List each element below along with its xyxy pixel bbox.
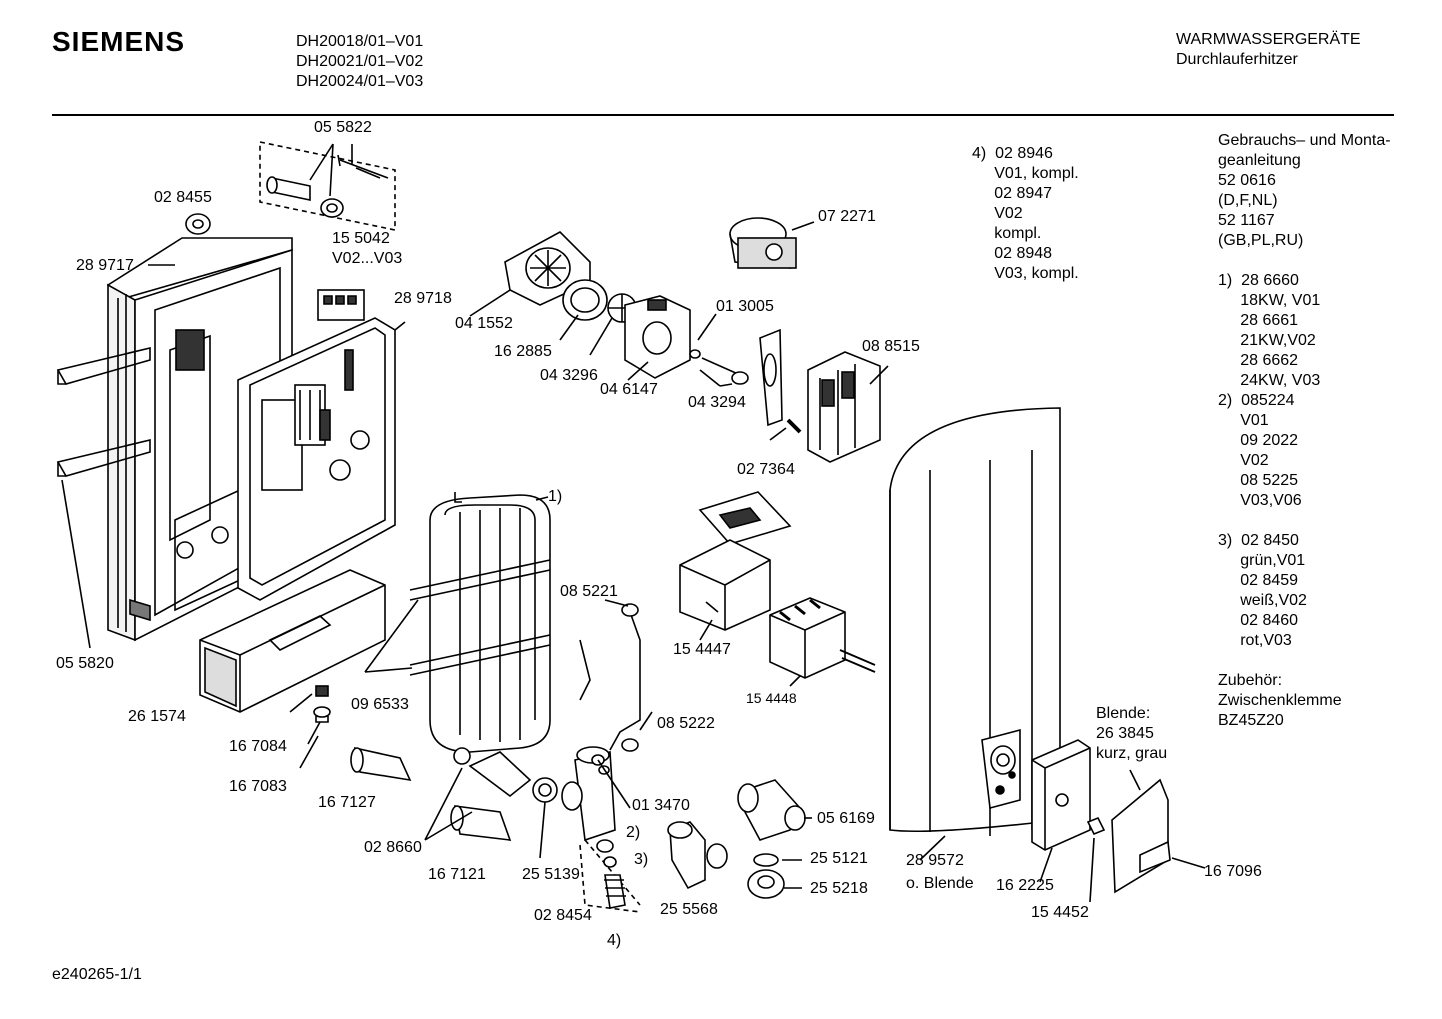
- category-subtitle: Durchlauferhitzer: [1176, 51, 1298, 68]
- model-list: DH20018/01–V01 DH20021/01–V02 DH20024/01…: [296, 32, 423, 92]
- part-label: 15 4448: [746, 690, 797, 706]
- note-line: V03, kompl.: [972, 265, 1079, 282]
- model-number: DH20018/01–V01: [296, 33, 424, 50]
- note-line: Zubehör:: [1218, 672, 1283, 689]
- part-label: 16 7127: [318, 794, 376, 811]
- part-label: 28 9718: [394, 290, 452, 307]
- note-line: 09 2022: [1218, 432, 1299, 449]
- part-label: 16 2225: [996, 877, 1054, 894]
- note-line: 52 1167: [1218, 212, 1275, 229]
- part-label: 02 8455: [154, 189, 212, 206]
- note-line: rot,V03: [1218, 632, 1292, 649]
- part-label: 25 5139: [522, 866, 580, 883]
- note-line: (D,F,NL): [1218, 192, 1278, 209]
- note-line: BZ45Z20: [1218, 712, 1284, 729]
- header-divider: [52, 114, 1394, 116]
- note-line: 18KW, V01: [1218, 292, 1321, 309]
- document-id: e240265-1/1: [52, 966, 142, 983]
- note-line: V01: [1218, 412, 1269, 429]
- part-label: 16 7083: [229, 778, 287, 795]
- note-line: 24KW, V03: [1218, 372, 1321, 389]
- part-label: o. Blende: [906, 875, 974, 892]
- part-label: 1): [548, 488, 563, 505]
- note-line: (GB,PL,RU): [1218, 232, 1304, 249]
- note-line: 02 8459: [1218, 572, 1299, 589]
- note-line: [1218, 511, 1391, 531]
- part-label: 02 8454: [534, 907, 592, 924]
- part-label: 16 2885: [494, 343, 552, 360]
- note-line: 02 8460: [1218, 612, 1299, 629]
- note-line: 08 5225: [1218, 472, 1299, 489]
- brand-logo: SIEMENS: [52, 26, 186, 57]
- part-label: kurz, grau: [1096, 745, 1168, 762]
- part-label: 26 1574: [128, 708, 186, 725]
- part-label: 15 4447: [673, 641, 731, 658]
- note-line: V02: [972, 205, 1023, 222]
- note-line: V02: [1218, 452, 1269, 469]
- part-label: 09 6533: [351, 696, 409, 713]
- note-line: grün,V01: [1218, 552, 1306, 569]
- part-label: 02 8660: [364, 839, 422, 856]
- part-label: 05 6169: [817, 810, 875, 827]
- note-line: Gebrauchs– und Monta-: [1218, 132, 1391, 149]
- part-label: 16 7096: [1204, 863, 1262, 880]
- part-label: 01 3470: [632, 797, 690, 814]
- part-label: 16 7121: [428, 866, 486, 883]
- note-line: V03,V06: [1218, 492, 1302, 509]
- part-label: 07 2271: [818, 208, 876, 225]
- part-label: 26 3845: [1096, 725, 1154, 742]
- part-label: 08 5221: [560, 583, 618, 600]
- part-label: 01 3005: [716, 298, 774, 315]
- note-line: 3) 02 8450: [1218, 532, 1299, 549]
- part-label: 28 9717: [76, 257, 134, 274]
- note-line: weiß,V02: [1218, 592, 1307, 609]
- part-label: Blende:: [1096, 705, 1151, 722]
- note-line: 21KW,V02: [1218, 332, 1316, 349]
- notes-column: Gebrauchs– und Monta- geanleitung 52 061…: [1218, 131, 1391, 731]
- note-line: 4) 02 8946: [972, 145, 1053, 162]
- note-line: 28 6661: [1218, 312, 1299, 329]
- note-line: 02 8948: [972, 245, 1053, 262]
- part-label: 08 8515: [862, 338, 920, 355]
- part-label: V02...V03: [332, 250, 403, 267]
- note-line: 1) 28 6660: [1218, 272, 1299, 289]
- note-line: 52 0616: [1218, 172, 1276, 189]
- note-line: V01, kompl.: [972, 165, 1079, 182]
- model-number: DH20021/01–V02: [296, 53, 424, 70]
- note-line: [1218, 651, 1391, 671]
- part-label: 15 4452: [1031, 904, 1089, 921]
- model-number: DH20024/01–V03: [296, 73, 424, 90]
- part-label: 3): [634, 851, 649, 868]
- part-label: 04 3294: [688, 394, 746, 411]
- part-label: 25 5568: [660, 901, 718, 918]
- part-label: 15 5042: [332, 230, 390, 247]
- part-label: 08 5222: [657, 715, 715, 732]
- part-label: 4): [607, 932, 622, 949]
- note-line: geanleitung: [1218, 152, 1301, 169]
- note-line: kompl.: [972, 225, 1042, 242]
- part-label: 05 5820: [56, 655, 114, 672]
- note-line: 28 6662: [1218, 352, 1299, 369]
- note-4-block: 4) 02 8946 V01, kompl. 02 8947 V02 kompl…: [972, 144, 1079, 284]
- part-label: 25 5218: [810, 880, 868, 897]
- note-line: Zwischenklemme: [1218, 692, 1342, 709]
- part-label: 28 9572: [906, 852, 964, 869]
- part-label: 05 5822: [314, 119, 372, 136]
- note-line: 02 8947: [972, 185, 1053, 202]
- part-label: 04 3296: [540, 367, 598, 384]
- part-label: 04 1552: [455, 315, 513, 332]
- category-title: WARMWASSERGERÄTE: [1176, 31, 1361, 48]
- part-label: 2): [626, 824, 641, 841]
- part-label: 04 6147: [600, 381, 658, 398]
- part-label: 25 5121: [810, 850, 868, 867]
- note-line: [1218, 251, 1391, 271]
- part-label: 02 7364: [737, 461, 795, 478]
- part-label: 16 7084: [229, 738, 287, 755]
- category-block: WARMWASSERGERÄTE Durchlauferhitzer: [1176, 30, 1361, 70]
- note-line: 2) 085224: [1218, 392, 1295, 409]
